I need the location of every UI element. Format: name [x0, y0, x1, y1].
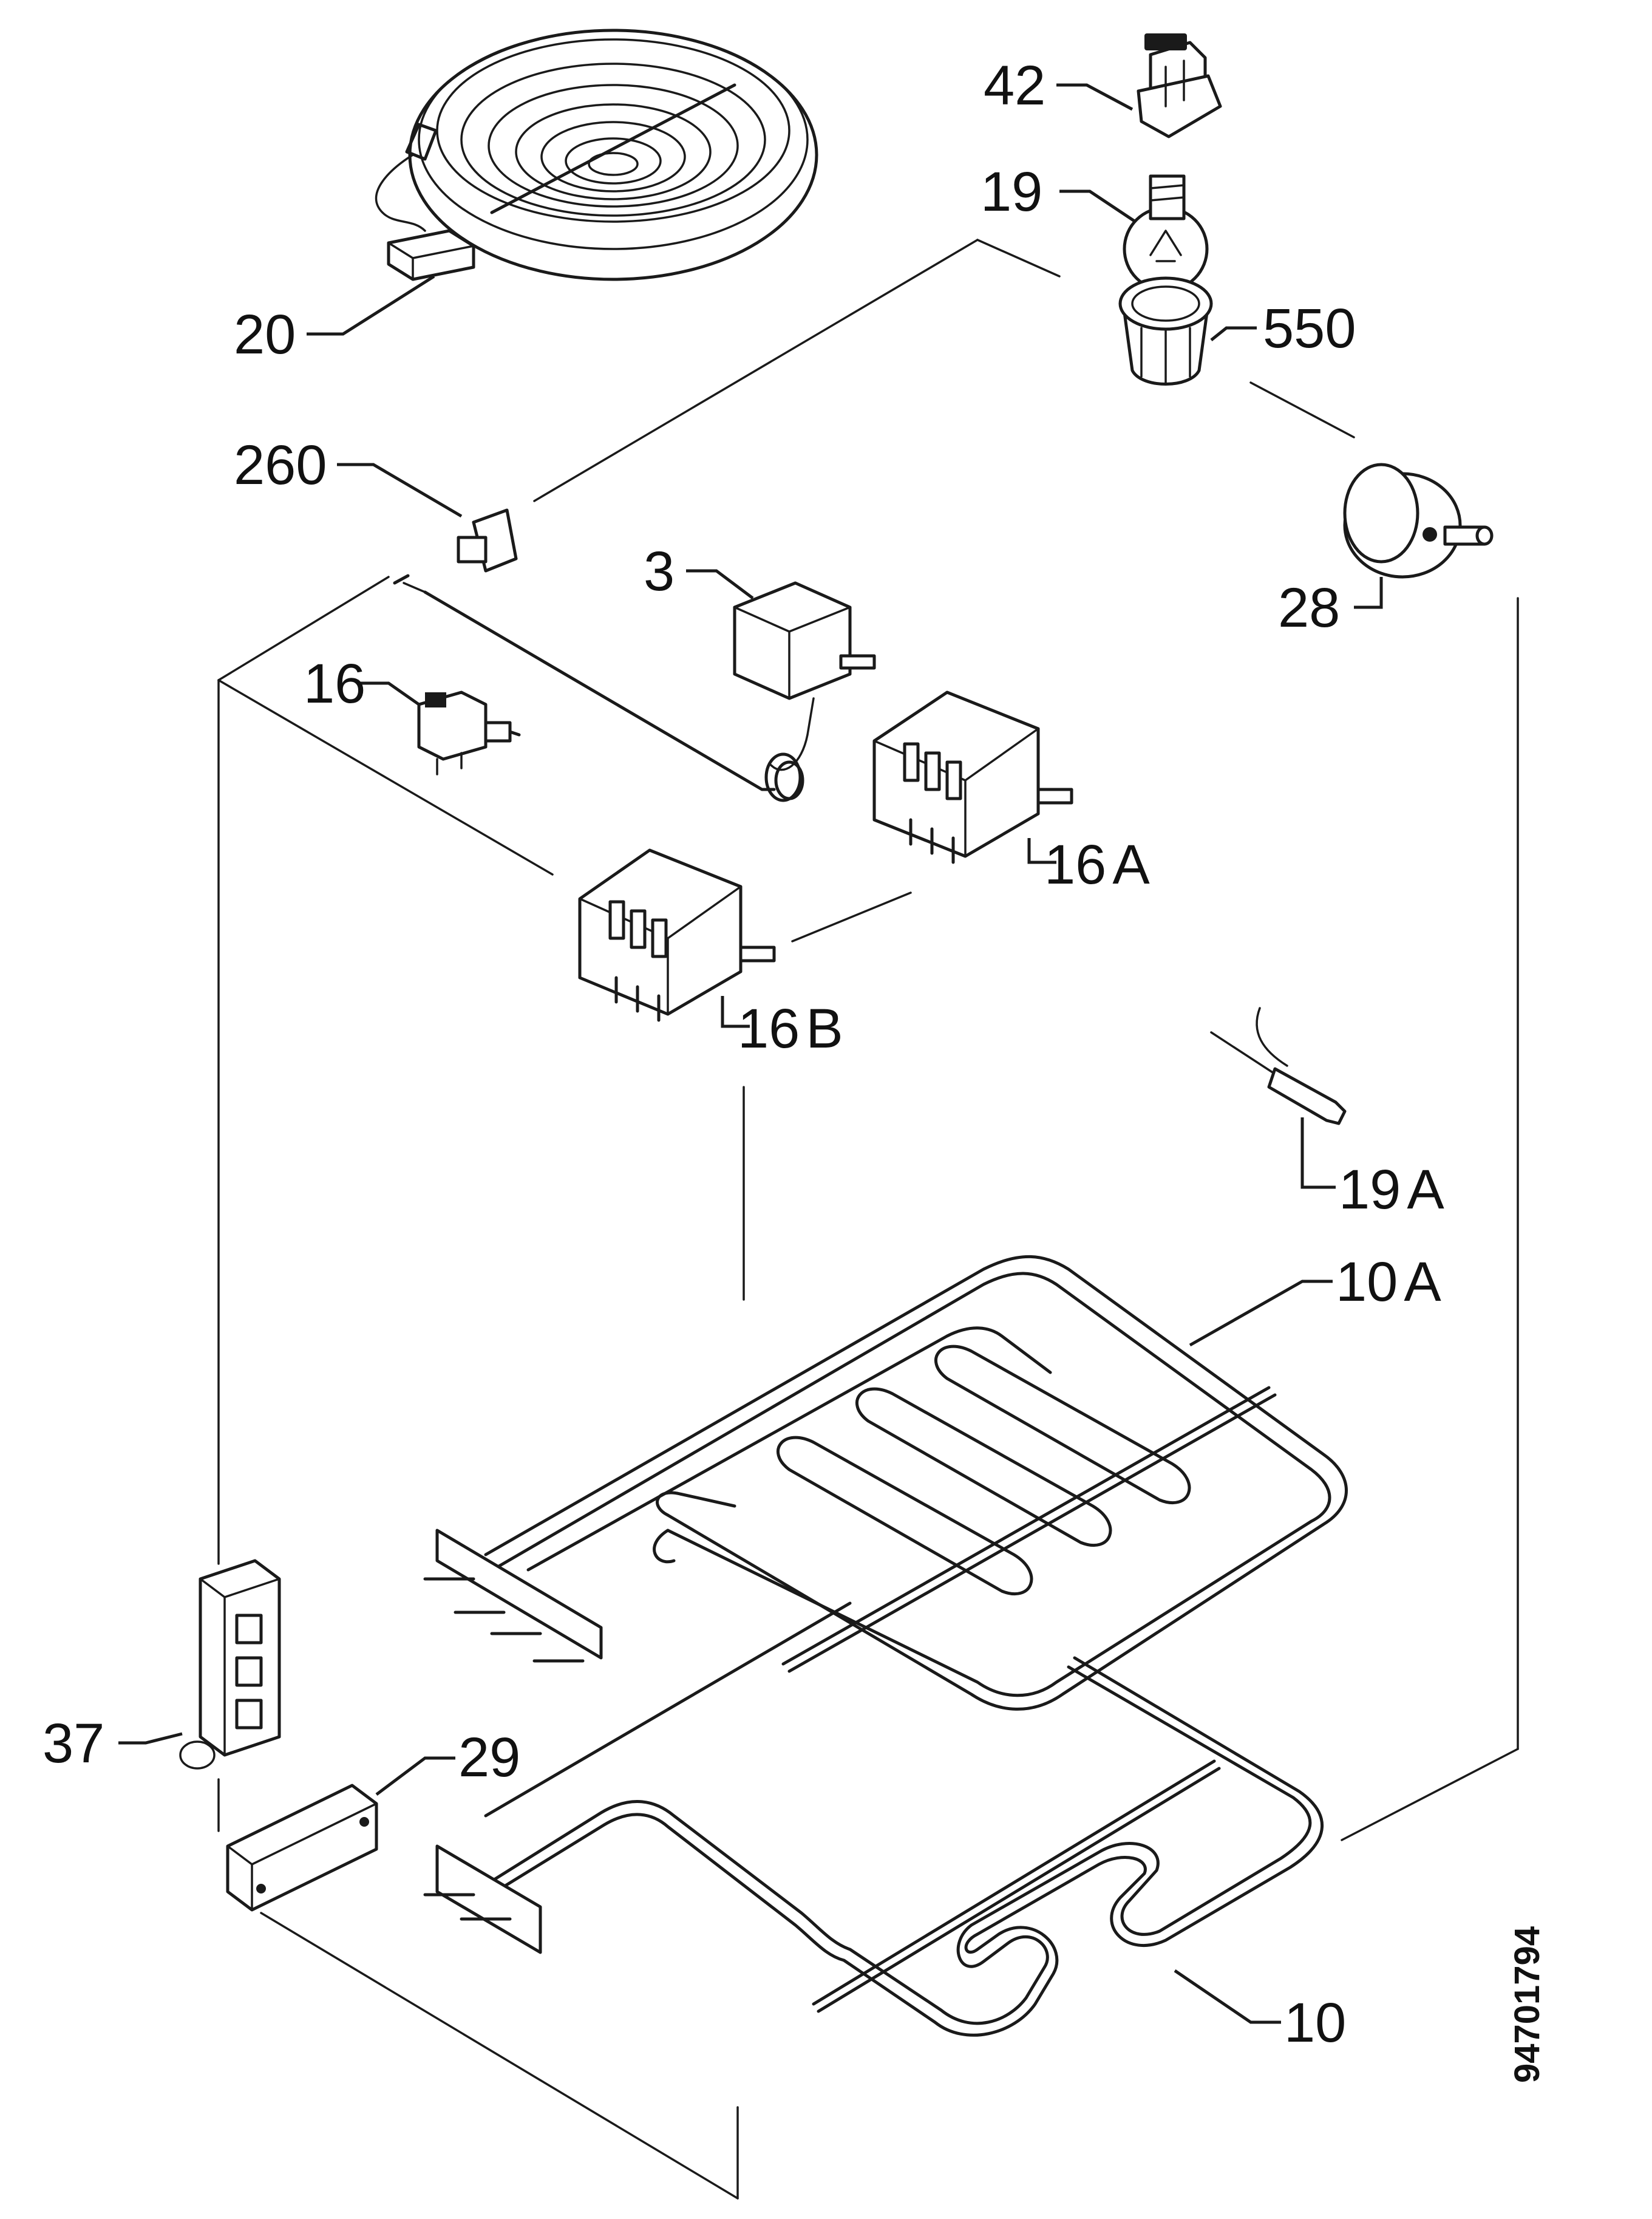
oven-lamp-bulb: [1123, 174, 1209, 292]
label-10: 10: [1284, 1992, 1346, 2054]
bottom-heating-element: [423, 1601, 1324, 2037]
leader-16: [358, 681, 420, 706]
leader-37: [118, 1732, 183, 1745]
leader-19a: [1300, 1117, 1336, 1189]
label-37: 37: [42, 1713, 104, 1774]
grill-heating-element: [423, 1255, 1348, 1711]
leader-550: [1210, 326, 1257, 341]
label-19: 19: [981, 161, 1042, 223]
label-29: 29: [458, 1726, 520, 1788]
temperature-probe: [1210, 1007, 1347, 1125]
terminal-block-bracket: [179, 1559, 281, 1770]
leader-3: [686, 569, 754, 599]
push-switch: [417, 690, 521, 775]
selector-switch-a: [872, 690, 1073, 864]
lamp-glass-cover: [1118, 276, 1213, 386]
label-16a-suffix: A: [1112, 834, 1150, 896]
leader-42: [1056, 83, 1134, 111]
leader-10a: [1189, 1280, 1333, 1347]
thermostat-with-capillary: [393, 574, 876, 802]
leader-260: [337, 463, 463, 518]
label-42: 42: [984, 55, 1045, 117]
label-19a-number: 19: [1339, 1159, 1401, 1221]
label-550: 550: [1263, 298, 1356, 360]
label-3: 3: [644, 540, 675, 602]
leader-16a: [1027, 838, 1056, 864]
label-28: 28: [1278, 577, 1340, 639]
leader-20: [307, 274, 435, 336]
leader-16b: [721, 996, 750, 1028]
leader-29: [375, 1756, 455, 1796]
label-10a-number: 10: [1336, 1251, 1398, 1313]
lamp-cover-cap: [1137, 33, 1222, 138]
label-20: 20: [234, 304, 296, 366]
mounting-clip: [457, 508, 518, 573]
hob-radiant-element: [375, 29, 818, 281]
drawing-reference-number: 94701794: [1508, 1926, 1547, 2083]
label-16b-suffix: B: [806, 998, 843, 1060]
label-19a-suffix: A: [1407, 1159, 1444, 1221]
selector-switch-b: [578, 848, 776, 1022]
label-16: 16: [304, 653, 365, 715]
label-16b-number: 16: [738, 998, 800, 1060]
leader-19: [1059, 189, 1137, 223]
cover-plate: [226, 1784, 378, 1912]
cabinet-outline: [217, 239, 1519, 2200]
leader-10: [1174, 1969, 1281, 2024]
label-260: 260: [234, 434, 327, 496]
leader-28: [1354, 577, 1383, 609]
label-10a-suffix: A: [1404, 1251, 1441, 1313]
thermostat-control: [1343, 463, 1494, 579]
label-16a-number: 16: [1044, 834, 1106, 896]
